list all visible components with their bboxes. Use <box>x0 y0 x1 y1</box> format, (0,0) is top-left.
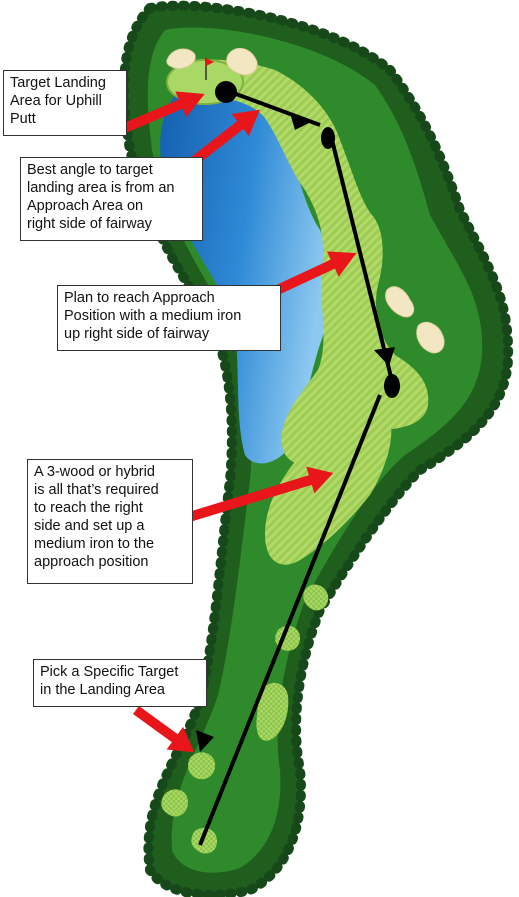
callout-target-landing: Target Landing Area for Uphill Putt <box>3 70 127 136</box>
shot-path <box>196 92 395 846</box>
callout-plan-reach: Plan to reach Approach Position with a m… <box>57 285 281 351</box>
red-arrow-best-angle <box>189 109 260 166</box>
callout-best-angle: Best angle to target landing area is fro… <box>20 157 203 241</box>
red-arrow-three-wood <box>184 466 334 523</box>
path-segment-2 <box>330 139 395 386</box>
arrowhead-3 <box>290 113 311 130</box>
arrowhead-1 <box>196 730 214 752</box>
red-arrow-pick-target <box>133 705 195 753</box>
ball-marker-icon <box>215 81 237 103</box>
landing-area-patches <box>161 584 329 854</box>
red-arrows <box>118 91 357 753</box>
arrowhead-2 <box>374 347 395 366</box>
path-segment-3 <box>235 92 321 127</box>
fairway-upper <box>171 59 429 464</box>
bunker-group-green <box>166 47 445 354</box>
red-arrow-target <box>118 91 205 135</box>
ball-marker-icon <box>321 127 335 149</box>
callout-pick-target: Pick a Specific Target in the Landing Ar… <box>33 659 207 707</box>
callout-three-wood: A 3-wood or hybrid is all that’s require… <box>27 459 193 584</box>
path-segment-1 <box>198 394 382 846</box>
ball-marker-icon <box>384 374 400 398</box>
red-arrow-plan <box>270 251 357 297</box>
water-hazard <box>160 91 332 464</box>
flag-icon <box>205 58 214 80</box>
